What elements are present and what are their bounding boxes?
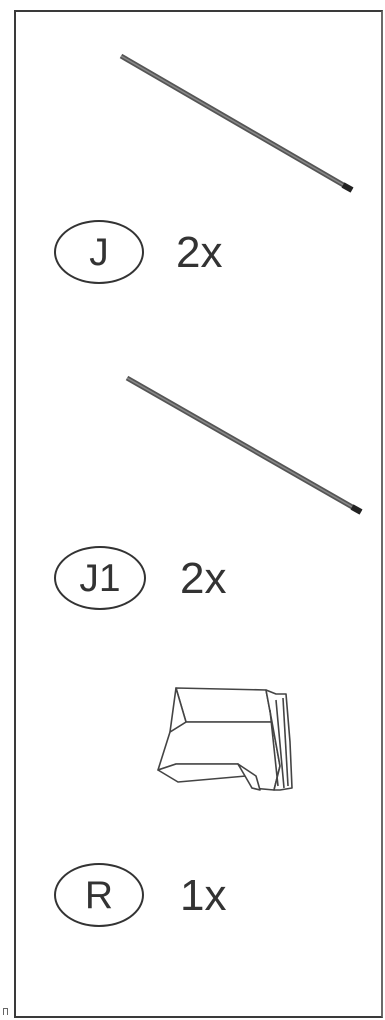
part-quantity: 1x	[180, 871, 227, 920]
part-quantity: 2x	[176, 228, 223, 277]
part-quantity: 2x	[180, 554, 227, 603]
part-code: J1	[79, 556, 121, 600]
part-code: J	[89, 230, 109, 274]
part-code: R	[84, 873, 114, 917]
parts-panel	[14, 10, 383, 1018]
rod-icon	[119, 53, 354, 193]
bracket-icon	[157, 687, 293, 791]
part-code-badge: J	[54, 220, 144, 284]
part-code-badge: R	[54, 863, 144, 927]
part-code-badge: J1	[54, 546, 146, 610]
rod-icon	[125, 375, 363, 515]
corner-mark	[3, 1008, 8, 1015]
